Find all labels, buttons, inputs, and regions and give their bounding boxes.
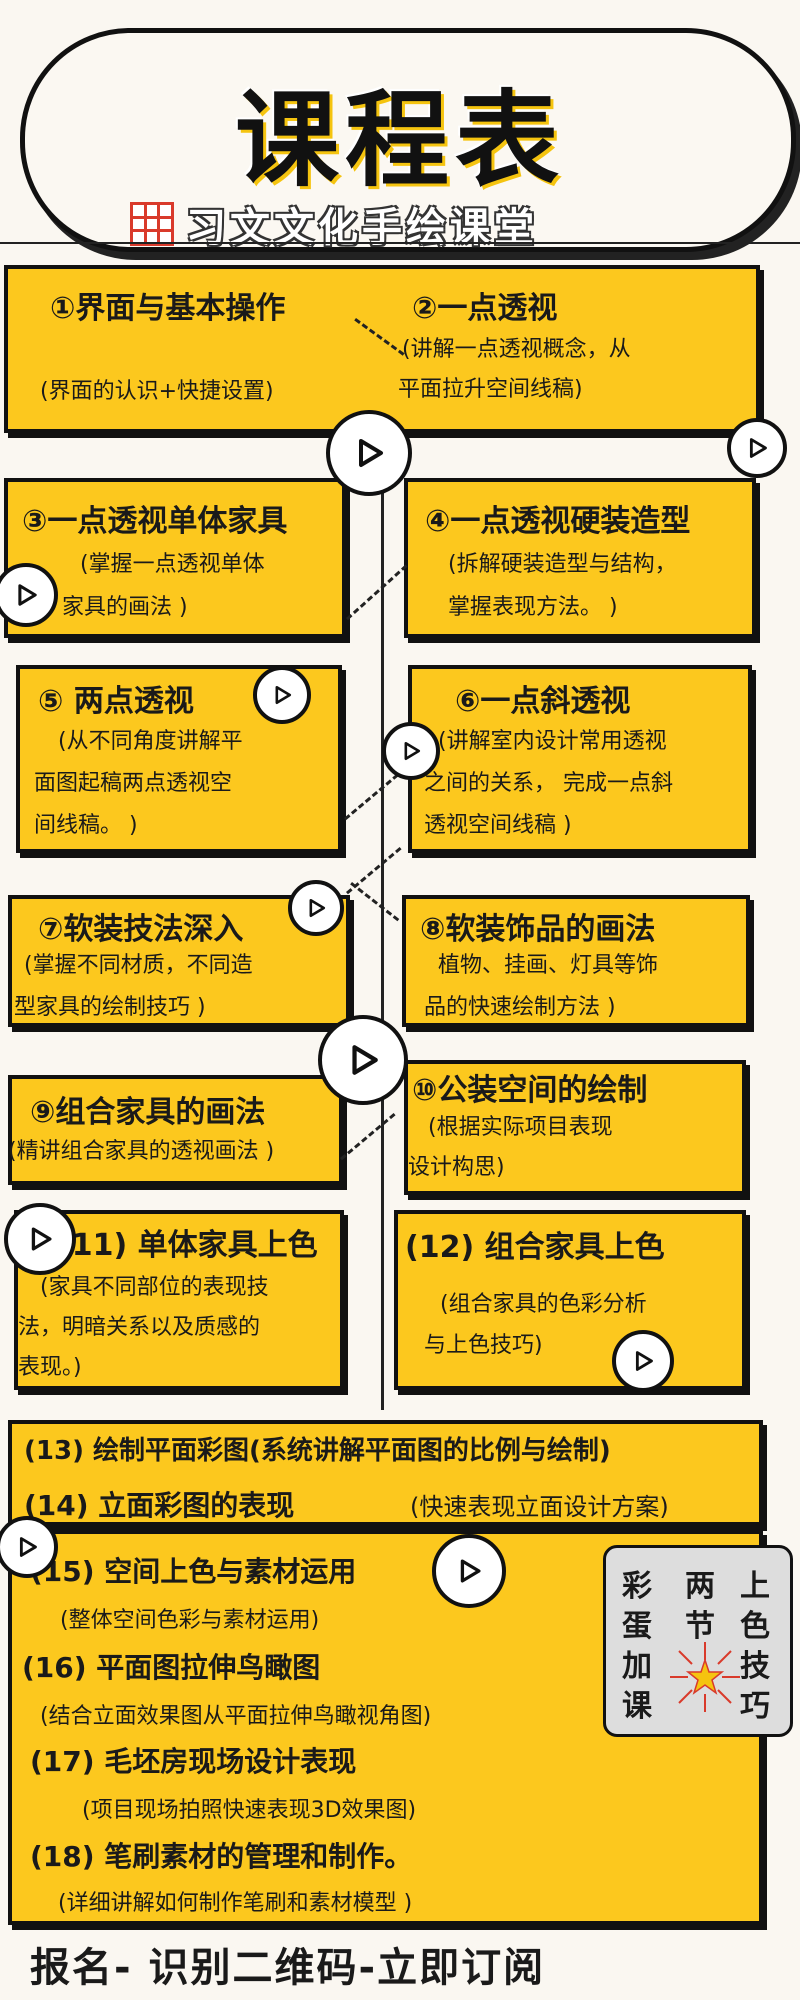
course-15-title: (15) 空间上色与素材运用: [30, 1555, 357, 1588]
play-icon: [359, 439, 383, 467]
timeline: [381, 270, 384, 1410]
course-5-desc-2: 面图起稿两点透视空: [34, 771, 233, 796]
page-title: 课程表: [234, 79, 565, 201]
course-6-desc-1: (讲解室内设计常用透视: [438, 729, 667, 754]
course-16-title: (16) 平面图拉伸鸟瞰图: [22, 1651, 321, 1684]
course-2-desc-1: (讲解一点透视概念，从: [402, 337, 631, 362]
play-icon: [404, 741, 421, 761]
course-9-title: ⑨组合家具的画法: [30, 1095, 266, 1130]
brand-logo-icon: [130, 202, 174, 246]
brand: 习文文化手绘课堂: [130, 200, 538, 251]
play-button[interactable]: [318, 1015, 408, 1105]
play-icon: [19, 1537, 37, 1557]
course-4-title: ④一点透视硬装造型: [425, 504, 691, 539]
course-7-desc-2: 型家具的绘制技巧 ): [14, 995, 206, 1020]
play-button[interactable]: [253, 666, 311, 724]
course-11-title: (11) 单体家具上色: [58, 1228, 318, 1263]
course-11-desc-3: 表现。): [18, 1355, 82, 1380]
course-17-title: (17) 毛坯房现场设计表现: [30, 1745, 357, 1778]
course-7-desc-1: (掌握不同材质，不同造: [24, 953, 253, 978]
course-14-title: (14) 立面彩图的表现: [24, 1489, 295, 1522]
course-17-desc: (项目现场拍照快速表现3D效果图): [82, 1798, 417, 1823]
course-card-12: [394, 1210, 746, 1390]
course-12-desc-2: 与上色技巧): [424, 1333, 543, 1358]
connector-6: [340, 1113, 396, 1161]
course-card-8: [402, 895, 750, 1027]
course-6-title: ⑥一点斜透视: [455, 684, 631, 719]
play-icon: [749, 438, 767, 458]
course-1-title: ①界面与基本操作: [50, 291, 286, 326]
play-button[interactable]: [326, 410, 412, 496]
course-2-title: ②一点透视: [412, 291, 558, 326]
course-3-desc-2: 家具的画法 ): [62, 595, 188, 620]
play-icon: [275, 685, 292, 705]
play-button[interactable]: [0, 563, 58, 627]
course-5-title: ⑤ 两点透视: [38, 684, 194, 719]
course-card-3: [4, 478, 346, 638]
play-button[interactable]: [382, 722, 440, 780]
course-card-9: [8, 1075, 343, 1185]
play-button[interactable]: [0, 1516, 58, 1578]
course-18-desc: (详细讲解如何制作笔刷和素材模型 ): [58, 1891, 413, 1916]
course-14-desc: (快速表现立面设计方案): [410, 1493, 669, 1521]
course-6-desc-3: 透视空间线稿 ): [424, 813, 572, 838]
play-button[interactable]: [612, 1330, 674, 1392]
course-10-title: ⑩公装空间的绘制: [412, 1073, 648, 1108]
star-icon: [668, 1640, 742, 1714]
bonus-col-2: 两节: [685, 1569, 715, 1644]
play-button[interactable]: [432, 1534, 506, 1608]
play-button[interactable]: [727, 418, 787, 478]
course-12-desc-1: (组合家具的色彩分析: [440, 1292, 647, 1317]
brand-name: 习文文化手绘课堂: [186, 205, 538, 251]
course-8-title: ⑧软装饰品的画法: [420, 912, 656, 947]
course-4-desc-1: (拆解硬装造型与结构，: [448, 552, 677, 577]
course-16-desc: (结合立面效果图从平面拉伸鸟瞰视角图): [40, 1704, 432, 1729]
play-icon: [460, 1559, 481, 1583]
course-10-desc-2: 设计构思): [408, 1155, 505, 1180]
course-8-desc-2: 品的快速绘制方法 ): [424, 995, 616, 1020]
course-18-title: (18) 笔刷素材的管理和制作。: [30, 1840, 413, 1873]
course-13: (13) 绘制平面彩图(系统讲解平面图的比例与绘制): [24, 1436, 611, 1466]
course-5-desc-1: (从不同角度讲解平: [58, 729, 243, 754]
course-10-desc-1: (根据实际项目表现: [428, 1115, 613, 1140]
play-icon: [352, 1045, 378, 1075]
course-4-desc-2: 掌握表现方法。 ): [448, 595, 618, 620]
divider: [0, 242, 800, 244]
play-icon: [18, 584, 37, 606]
course-7-title: ⑦软装技法深入: [38, 912, 244, 947]
connector-2: [346, 564, 408, 621]
course-11-desc-2: 法，明暗关系以及质感的: [18, 1315, 261, 1340]
course-card-4: [404, 478, 756, 638]
signup-call-to-action[interactable]: 报名- 识别二维码-立即订阅: [30, 1945, 546, 1991]
course-1-desc: (界面的认识+快捷设置): [40, 379, 274, 404]
course-3-desc-1: (掌握一点透视单体: [80, 552, 265, 577]
bonus-box: [603, 1545, 793, 1737]
course-11-desc-1: (家具不同部位的表现技: [40, 1275, 269, 1300]
course-5-desc-3: 间线稿。 ): [34, 813, 138, 838]
play-icon: [635, 1351, 653, 1371]
course-2-desc-2: 平面拉升空间线稿): [398, 377, 583, 402]
play-icon: [31, 1227, 52, 1251]
play-button[interactable]: [288, 880, 344, 936]
course-3-title: ③一点透视单体家具: [22, 504, 288, 539]
play-icon: [309, 898, 326, 918]
bonus-col-1: 彩蛋加课: [622, 1569, 652, 1724]
bonus-col-3: 上色技巧: [740, 1569, 770, 1724]
course-6-desc-2: 之间的关系， 完成一点斜: [424, 771, 673, 796]
course-9-desc-1: (精讲组合家具的透视画法 ): [8, 1139, 275, 1164]
course-12-title: (12) 组合家具上色: [405, 1230, 665, 1265]
course-card-10: [404, 1060, 746, 1195]
course-panel-13-14: [8, 1420, 763, 1526]
course-8-desc-1: 植物、挂画、灯具等饰: [438, 953, 659, 978]
course-15-desc: (整体空间色彩与素材运用): [60, 1608, 320, 1633]
connector-5: [350, 882, 400, 922]
play-button[interactable]: [4, 1203, 76, 1275]
